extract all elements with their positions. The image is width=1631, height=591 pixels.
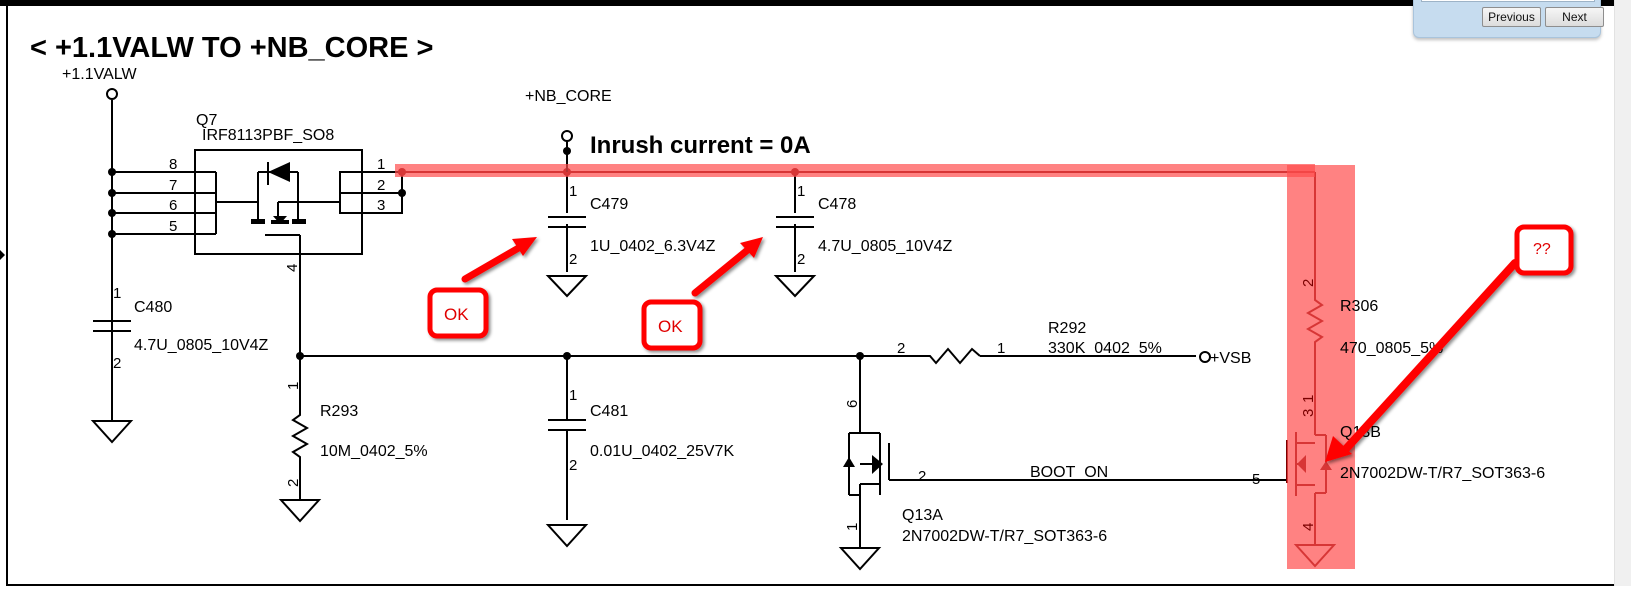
r293-ref: R293 [320, 403, 358, 420]
callout-question [1325, 224, 1574, 462]
pin-label: 2 [897, 340, 905, 357]
input-rail-port [106, 88, 118, 100]
q7-symbol [251, 162, 306, 224]
c480-value: 4.7U_0805_10V4Z [134, 337, 269, 354]
r292-ref: R292 [1048, 320, 1086, 337]
pin-label: 2 [797, 251, 805, 268]
pin-label: 1 [377, 156, 385, 173]
pin-label: 2 [285, 479, 302, 487]
boot-on-net-label: BOOT_ON [1030, 464, 1108, 481]
highlighted-net [395, 140, 1355, 569]
pin-label: 2 [113, 355, 121, 372]
pin-label: 4 [1300, 523, 1317, 531]
ground-icon [773, 275, 817, 298]
callout-label: ?? [1533, 241, 1551, 258]
input-rail-label: +1.1VALW [62, 66, 137, 83]
capacitor-c479: 1 2 C479 1U_0402_6.3V4Z [548, 183, 716, 268]
resistor-r293: 1 2 R293 10M_0402_5% [285, 382, 428, 487]
output-rail-port [561, 130, 573, 142]
find-input[interactable] [1421, 0, 1595, 2]
pin-label: 1 [285, 382, 302, 390]
junctions [108, 147, 864, 360]
resistor-r292: 2 1 R292 330K_0402_5% [897, 320, 1162, 365]
pin-label: 1 [844, 523, 861, 531]
c481-ref: C481 [590, 403, 628, 420]
c480-ref: C480 [134, 299, 172, 316]
pin-label: 1 [569, 183, 577, 200]
ground-icon [90, 420, 134, 444]
pin-label: 5 [1252, 471, 1260, 488]
callout-label: OK [444, 305, 469, 324]
q13b-value: 2N7002DW-T/R7_SOT363-6 [1340, 465, 1545, 482]
capacitor-c480: 1 2 C480 4.7U_0805_10V4Z [93, 285, 269, 372]
r293-value: 10M_0402_5% [320, 443, 428, 460]
pin-label: 3 [1300, 409, 1317, 417]
resistor-r306-labels: 2 1 R306 470_0805_5% 3 4 Q13B 2N7002DW-T… [1300, 279, 1545, 531]
q13a-ref: Q13A [902, 507, 943, 524]
q7-value: IRF8113PBF_SO8 [202, 127, 334, 144]
mosfet-q13a [848, 432, 890, 502]
pin-label: 2 [1300, 279, 1317, 287]
pin-label: 8 [169, 156, 177, 173]
previous-button[interactable]: Previous [1482, 7, 1541, 27]
vsb-port [1199, 351, 1211, 363]
output-rail-label: +NB_CORE [525, 88, 612, 105]
capacitor-c481: 1 2 C481 0.01U_0402_25V7K [548, 387, 734, 474]
c481-value: 0.01U_0402_25V7K [590, 443, 734, 460]
q7-ref: Q7 [196, 112, 217, 129]
pin-label: 2 [569, 251, 577, 268]
c479-ref: C479 [590, 196, 628, 213]
q7-pin-labels: 8 7 6 5 1 2 3 4 [169, 156, 385, 272]
find-bar: Previous Next [1413, 0, 1604, 38]
pin-label: 1 [797, 183, 805, 200]
pin-label: 7 [169, 177, 177, 194]
pin-label: 3 [377, 197, 385, 214]
pin-label: 5 [169, 218, 177, 235]
r306-value: 470_0805_5% [1340, 340, 1443, 357]
c478-ref: C478 [818, 196, 856, 213]
ground-icon [545, 524, 589, 548]
pin-label: 6 [844, 400, 861, 408]
inrush-annotation: Inrush current = 0A [590, 132, 811, 159]
ground-icon [838, 547, 882, 571]
callout-label: OK [658, 317, 683, 336]
q13a-diode-arrow [843, 457, 855, 467]
wires [111, 100, 1287, 548]
pin-label: 2 [569, 457, 577, 474]
callout-ok-1 [427, 237, 537, 339]
pin-label: 2 [918, 468, 926, 485]
pin-label: 1 [997, 340, 1005, 357]
c479-value: 1U_0402_6.3V4Z [590, 238, 716, 255]
next-button[interactable]: Next [1545, 7, 1604, 27]
pin-label: 4 [284, 264, 301, 272]
pin-label: 1 [569, 387, 577, 404]
callout-ok-2 [641, 237, 763, 351]
pin-label: 2 [377, 177, 385, 194]
q13a-value: 2N7002DW-T/R7_SOT363-6 [902, 528, 1107, 545]
sheet-title: < +1.1VALW TO +NB_CORE > [30, 32, 433, 64]
r306-ref: R306 [1340, 298, 1378, 315]
q13a-body-arrow [872, 455, 883, 474]
pin-label: 6 [169, 197, 177, 214]
left-edge-marker [0, 250, 5, 260]
c478-value: 4.7U_0805_10V4Z [818, 238, 953, 255]
pin-label: 1 [113, 285, 121, 302]
vertical-scrollbar[interactable] [1614, 0, 1631, 586]
capacitor-c478: 1 2 C478 4.7U_0805_10V4Z [776, 183, 953, 268]
vsb-label: +VSB [1210, 350, 1251, 367]
r292-value: 330K_0402_5% [1048, 340, 1162, 357]
pin-label: 1 [1300, 395, 1317, 403]
ground-icon [278, 499, 322, 523]
ground-icon [545, 275, 589, 298]
